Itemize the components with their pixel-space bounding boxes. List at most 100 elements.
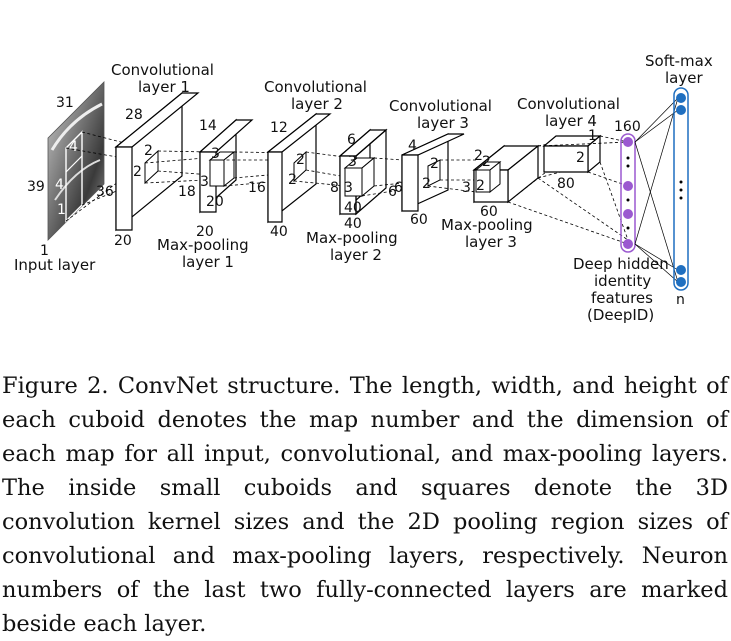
conv4-depth-label: 80 <box>557 176 575 192</box>
softmax-neuron <box>676 277 686 287</box>
conv1-kernel-2: 2 <box>133 164 142 180</box>
pool1-height-label: 18 <box>178 184 196 200</box>
pool1-layer: 14 18 3 3 20 20 Max-pooling layer 1 <box>157 118 254 271</box>
conv3-front <box>401 154 419 212</box>
pool3-title-line1: Max-pooling <box>441 216 533 234</box>
pool2-kernel-2: 3 <box>344 180 353 196</box>
conv2-kernel-1: 2 <box>296 152 305 168</box>
conv2-kernel-2: 2 <box>288 172 297 188</box>
input-face-highlight <box>50 102 103 151</box>
input-face-highlight-2 <box>54 159 101 201</box>
conv4-title-line2: layer 4 <box>545 112 597 130</box>
pool2-layer: 6 3 8 3 3 40 40 6 Max-pooling layer 2 <box>306 128 402 264</box>
input-kernel-a: 4 <box>69 139 78 155</box>
pool3-depth-label: 60 <box>480 204 498 220</box>
pool3-kernel-3: 2 <box>476 178 485 194</box>
deepid-ellipsis-dot <box>626 226 630 230</box>
conv1-front <box>115 146 133 231</box>
softmax-title: Soft-max layer <box>645 52 717 87</box>
softmax-neuron <box>676 105 686 115</box>
connector-conv3-pool3 <box>427 159 478 193</box>
conv3-title-line2: layer 3 <box>417 114 469 132</box>
pool3-kernel-2: 2 <box>482 154 491 170</box>
conv3-kernel-1: 2 <box>430 156 439 172</box>
conv2-front <box>267 151 283 223</box>
deepid-title: Deep hidden identity features (DeepID) <box>573 255 674 324</box>
input-width2-label: 36 <box>96 184 114 200</box>
pool1-depth-inner: 20 <box>206 194 224 210</box>
conv1-width-label: 28 <box>125 107 143 123</box>
softmax-neuron <box>676 93 686 103</box>
pool2-title-line1: Max-pooling <box>306 229 398 247</box>
pool1-width-label: 14 <box>199 118 217 134</box>
softmax-ellipsis-dot <box>679 180 683 184</box>
input-height-label: 39 <box>27 179 45 195</box>
input-width-label: 31 <box>56 95 74 111</box>
conv1-kernel-1: 2 <box>144 143 153 159</box>
pool2-title: Max-pooling layer 2 <box>306 229 402 264</box>
conv2-title: Convolutional layer 2 <box>264 78 372 113</box>
connector-deepid-softmax <box>634 97 679 283</box>
conv3-layer: 4 6 2 2 60 Convolutional layer 3 <box>389 97 497 228</box>
softmax-layer: n Soft-max layer <box>645 52 717 308</box>
conv1-title-line1: Convolutional <box>111 61 214 79</box>
pool1-kernel-2: 3 <box>200 174 209 190</box>
deepid-neuron <box>623 239 633 249</box>
figure-caption: Figure 2. ConvNet structure. The length,… <box>2 372 728 637</box>
deepid-neuron <box>623 181 633 191</box>
conv4-layer: 1 2 80 Convolutional layer 4 <box>517 95 625 192</box>
conv2-width-label: 12 <box>270 120 288 136</box>
pool3-title: Max-pooling layer 3 <box>441 216 537 251</box>
pool1-kernel-1: 3 <box>211 146 220 162</box>
deepid-title-line2: identity <box>594 272 651 290</box>
conv3-width-label: 4 <box>408 138 417 154</box>
softmax-title-line2: layer <box>665 69 703 87</box>
conv3-depth-label: 60 <box>410 212 428 228</box>
pool1-depth-label: 20 <box>196 224 214 240</box>
input-face-image <box>47 81 105 241</box>
softmax-ellipsis-dot <box>679 188 683 192</box>
input-kernel-c: 1 <box>57 202 66 218</box>
pool2-side-label: 6 <box>388 184 397 200</box>
pool3-title-line2: layer 3 <box>465 233 517 251</box>
conv1-depth-label: 20 <box>114 233 132 249</box>
pool3-kernel-front <box>475 169 491 193</box>
pool1-kernel-front <box>209 159 225 187</box>
conv1-title: Convolutional layer 1 <box>111 61 219 96</box>
deepid-capsule <box>620 133 636 253</box>
conv2-depth-label: 40 <box>270 224 288 240</box>
connector-pool3-conv4 <box>507 139 569 203</box>
pool1-title-line2: layer 1 <box>182 253 234 271</box>
conv4-title-line1: Convolutional <box>517 95 620 113</box>
softmax-capsule <box>673 87 689 291</box>
conv1-layer: 28 2 2 20 Convolutional layer 1 <box>111 61 219 249</box>
conv4-width-label: 1 <box>588 128 597 144</box>
pool3-height-label: 3 <box>462 180 471 196</box>
conv3-title: Convolutional layer 3 <box>389 97 497 132</box>
input-layer-title: Input layer <box>14 256 96 274</box>
deepid-layer: 160 Deep hidden identity features (DeepI… <box>573 119 674 324</box>
pool1-title-line1: Max-pooling <box>157 236 249 254</box>
conv1-title-line2: layer 1 <box>138 78 190 96</box>
deepid-ellipsis-dot <box>626 156 630 160</box>
pool3-layer: 2 2 3 2 60 Max-pooling layer 3 <box>441 144 540 251</box>
pool2-depth-label: 40 <box>344 216 362 232</box>
deepid-count-label: 160 <box>614 119 641 135</box>
pool1-title: Max-pooling layer 1 <box>157 236 253 271</box>
pool2-width-label: 6 <box>347 132 356 148</box>
conv2-height-label: 16 <box>248 180 266 196</box>
deepid-ellipsis-dot <box>626 198 630 202</box>
softmax-neuron <box>676 265 686 275</box>
softmax-title-line1: Soft-max <box>645 52 713 70</box>
deepid-neuron <box>623 209 633 219</box>
pool2-title-line2: layer 2 <box>330 246 382 264</box>
conv2-title-line1: Convolutional <box>264 78 367 96</box>
convnet-diagram-svg: 31 39 4 4 1 36 1 Input layer 28 2 2 20 <box>14 52 717 324</box>
deepid-title-line4: (DeepID) <box>587 306 654 324</box>
conv3-title-line1: Convolutional <box>389 97 492 115</box>
conv4-title: Convolutional layer 4 <box>517 95 625 130</box>
conv4-height-label: 2 <box>576 150 585 166</box>
softmax-nodes <box>676 93 686 287</box>
deepid-title-line1: Deep hidden <box>573 255 669 273</box>
pool2-kernel-1: 3 <box>348 154 357 170</box>
